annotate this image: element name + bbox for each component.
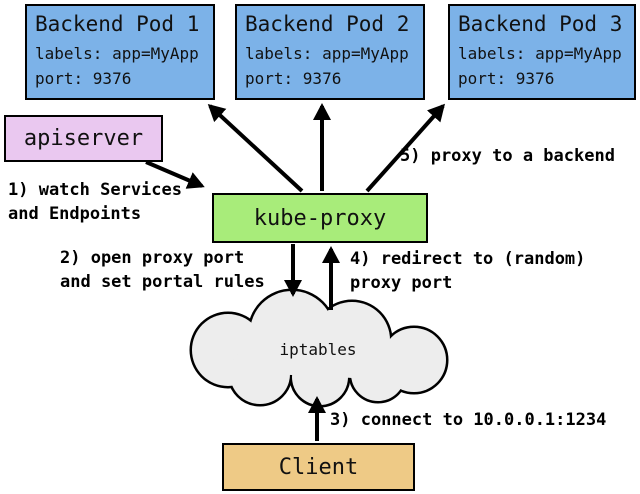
- apiserver-label: apiserver: [23, 126, 144, 151]
- arrow-kubeproxy-to-pod1: [207, 103, 304, 193]
- backend-pod-2-box: Backend Pod 2 labels: app=MyApp port: 93…: [235, 4, 425, 100]
- backend-pod-3-title: Backend Pod 3: [458, 12, 623, 36]
- backend-pod-2-details: labels: app=MyApp port: 9376: [245, 44, 409, 88]
- backend-pod-3-box: Backend Pod 3 labels: app=MyApp port: 93…: [448, 4, 636, 100]
- kube-proxy-label: kube-proxy: [253, 205, 387, 231]
- backend-pod-3-details: labels: app=MyApp port: 9376: [458, 44, 622, 88]
- step3-connect-label: 3) connect to 10.0.0.1:1234: [330, 410, 607, 430]
- iptables-cloud: [189, 288, 449, 408]
- step2-open-proxy-port-label: 2) open proxy port and set portal rules: [60, 248, 265, 292]
- arrow-kubeproxy-to-pod3: [365, 103, 445, 193]
- backend-pod-1-title: Backend Pod 1: [35, 12, 200, 36]
- backend-pod-1-details: labels: app=MyApp port: 9376: [35, 44, 199, 88]
- kube-proxy-box: kube-proxy: [212, 193, 428, 243]
- backend-pod-1-box: Backend Pod 1 labels: app=MyApp port: 93…: [25, 4, 215, 100]
- arrow-apiserver-to-kubeproxy: [145, 160, 205, 189]
- backend-pod-2-title: Backend Pod 2: [245, 12, 410, 36]
- iptables-label: iptables: [279, 340, 357, 359]
- step1-watch-services-label: 1) watch Services and Endpoints: [8, 180, 182, 224]
- step4-redirect-label: 4) redirect to (random) proxy port: [350, 249, 586, 293]
- client-box: Client: [222, 443, 415, 491]
- client-label: Client: [278, 454, 359, 480]
- apiserver-box: apiserver: [4, 115, 163, 162]
- step5-proxy-backend-label: 5) proxy to a backend: [400, 146, 615, 166]
